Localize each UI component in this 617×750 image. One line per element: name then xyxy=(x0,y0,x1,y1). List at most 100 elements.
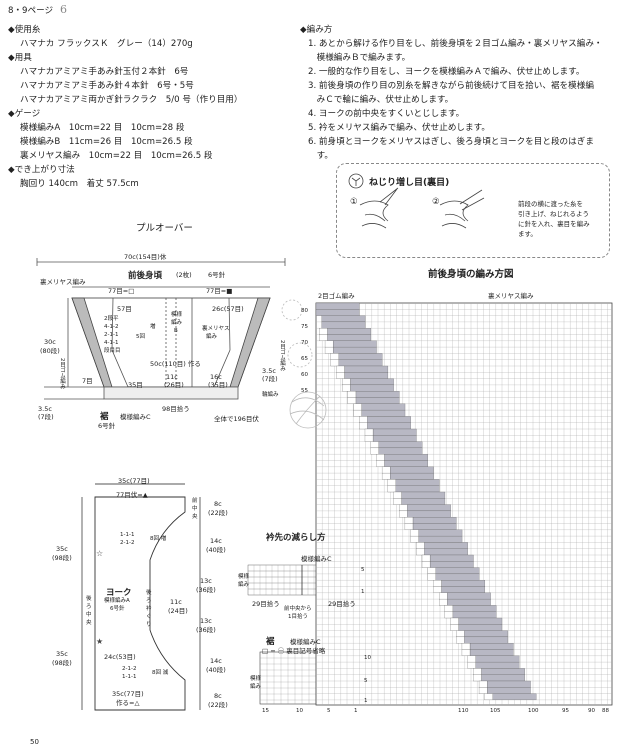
hem-x-5: 5 xyxy=(327,708,331,714)
band-edge-cell xyxy=(347,397,357,404)
neck-side-1: 後 xyxy=(146,590,152,596)
band-cell xyxy=(492,693,537,701)
band-cell xyxy=(469,649,514,656)
band-edge-cell xyxy=(456,636,465,644)
callout-desc-1: 前段の横に渡った糸を xyxy=(518,200,583,208)
c11: 11c xyxy=(166,373,178,381)
band-edge-cell xyxy=(461,643,471,650)
band-cell xyxy=(464,630,508,638)
yoke-top-label: 77目伏=▲ xyxy=(116,491,148,499)
yoke-bottom-width: 35c(77目) xyxy=(112,690,144,698)
dec-rule-4: 4-1-1 xyxy=(104,340,119,346)
pick-98: 98目拾う xyxy=(162,405,190,413)
height-rows: (80段) xyxy=(40,347,60,355)
band-cell xyxy=(486,680,531,688)
handwritten-number: 6 xyxy=(60,3,67,16)
band-cell xyxy=(321,321,366,329)
ruler-icon xyxy=(348,173,364,189)
hem-chart-pattern: 模様編みC xyxy=(290,638,321,646)
band-cell xyxy=(435,573,480,581)
collar-pattern-2: 編み xyxy=(238,582,250,588)
c11-rows: (26目) xyxy=(164,381,184,389)
band-edge-cell xyxy=(444,611,454,619)
yoke-c13: 13c xyxy=(200,577,212,585)
pattern-b-1: 模様 xyxy=(171,312,183,318)
step-line-4: 3. 前後身頃の作り目の別糸を解きながら前後続けて目を拾い、裾を模様編 xyxy=(308,81,594,91)
pullover-diagram xyxy=(36,258,286,400)
band-edge-cell xyxy=(404,517,414,524)
hem-label-2: 編み xyxy=(250,684,262,690)
band-edge-cell xyxy=(467,661,476,669)
band-cell xyxy=(475,661,520,669)
collar-left-pick: 29目拾う xyxy=(252,600,280,608)
band-edge-cell xyxy=(387,485,396,493)
band-cell xyxy=(344,372,389,379)
collar-stitch: 模様編みC xyxy=(301,555,332,563)
band-edge-cell xyxy=(336,365,345,373)
dec-rule-5: 段目目 xyxy=(104,348,121,354)
band-edge-cell xyxy=(421,561,431,568)
x-100: 100 xyxy=(528,708,539,714)
size-text: 胸回り 140cm 着丈 57.5cm xyxy=(20,179,139,189)
main-chart-ura: 裏メリヤス編み xyxy=(488,292,534,300)
band-edge-cell xyxy=(427,573,436,581)
yoke-inc-2: 2-1-2 xyxy=(120,540,135,546)
height-label: 30c xyxy=(44,338,56,346)
hem-x-1: 1 xyxy=(354,708,358,714)
callout-desc-3: に針を入れ、裏目を編み xyxy=(518,220,590,228)
band-cell xyxy=(321,315,366,323)
collar-row-1: 1 xyxy=(361,589,365,595)
hem-legend: □ = ㊀ 裏目記号省略 xyxy=(262,647,326,655)
band-edge-cell xyxy=(410,529,419,537)
band-edge-cell xyxy=(467,655,476,663)
band-edge-cell xyxy=(450,617,459,625)
step-line-2: 模様編みＢで編みます。 xyxy=(308,53,411,63)
band-edge-cell xyxy=(387,479,396,486)
band-cell xyxy=(401,498,446,505)
body-count: (2枚) xyxy=(176,271,192,279)
yoke-title: ヨーク xyxy=(106,588,132,598)
band-cell xyxy=(395,485,440,493)
yoke-left-rows: (98段) xyxy=(52,554,72,562)
right-26: 26c(57目) xyxy=(212,305,244,313)
band-cell xyxy=(384,460,428,467)
band-cell xyxy=(418,529,463,537)
band-edge-cell xyxy=(353,403,362,411)
band-cell xyxy=(332,340,377,348)
x-88: 88 xyxy=(602,708,609,714)
hem-x-10: 10 xyxy=(296,708,303,714)
y-65: 65 xyxy=(301,356,308,362)
dec-rule-3: 2-1-1 xyxy=(104,332,119,338)
yoke-rt-c: 8c xyxy=(214,500,222,508)
yoke-c24: 24c(53目) xyxy=(104,653,136,661)
band-cell xyxy=(372,435,417,442)
band-edge-cell xyxy=(416,548,425,556)
side-right-c: 3.5c xyxy=(262,367,276,375)
bind-off-label: 輪編み xyxy=(262,392,279,398)
band-edge-cell xyxy=(478,687,488,694)
band-edge-cell xyxy=(461,649,471,656)
band-edge-cell xyxy=(359,416,368,423)
hem-chart-title: 裾 xyxy=(266,637,275,647)
band-cell xyxy=(315,309,360,316)
band-edge-cell xyxy=(478,680,488,688)
band-cell xyxy=(447,592,491,600)
x-90: 90 xyxy=(588,708,595,714)
yoke-bottom-label: 作る=△ xyxy=(116,699,140,707)
collar-center: 前中央から xyxy=(284,606,312,612)
band-cell xyxy=(452,611,497,619)
callout-desc-2: 引き上げ、ねじれるよう xyxy=(518,210,590,218)
band-cell xyxy=(435,567,480,575)
band-edge-cell xyxy=(376,460,385,467)
band-edge-cell xyxy=(330,359,339,367)
yoke-c13b-rows: (36段) xyxy=(196,626,216,634)
band-edge-cell xyxy=(456,630,465,638)
x-110: 110 xyxy=(458,708,469,714)
band-edge-cell xyxy=(364,428,374,436)
seven-sts: 7目 xyxy=(82,377,93,385)
side-left-c: 3.5c xyxy=(38,405,52,413)
yoke-left-rows-b: (98段) xyxy=(52,659,72,667)
band-cell xyxy=(390,472,434,480)
band-cell xyxy=(390,466,434,474)
